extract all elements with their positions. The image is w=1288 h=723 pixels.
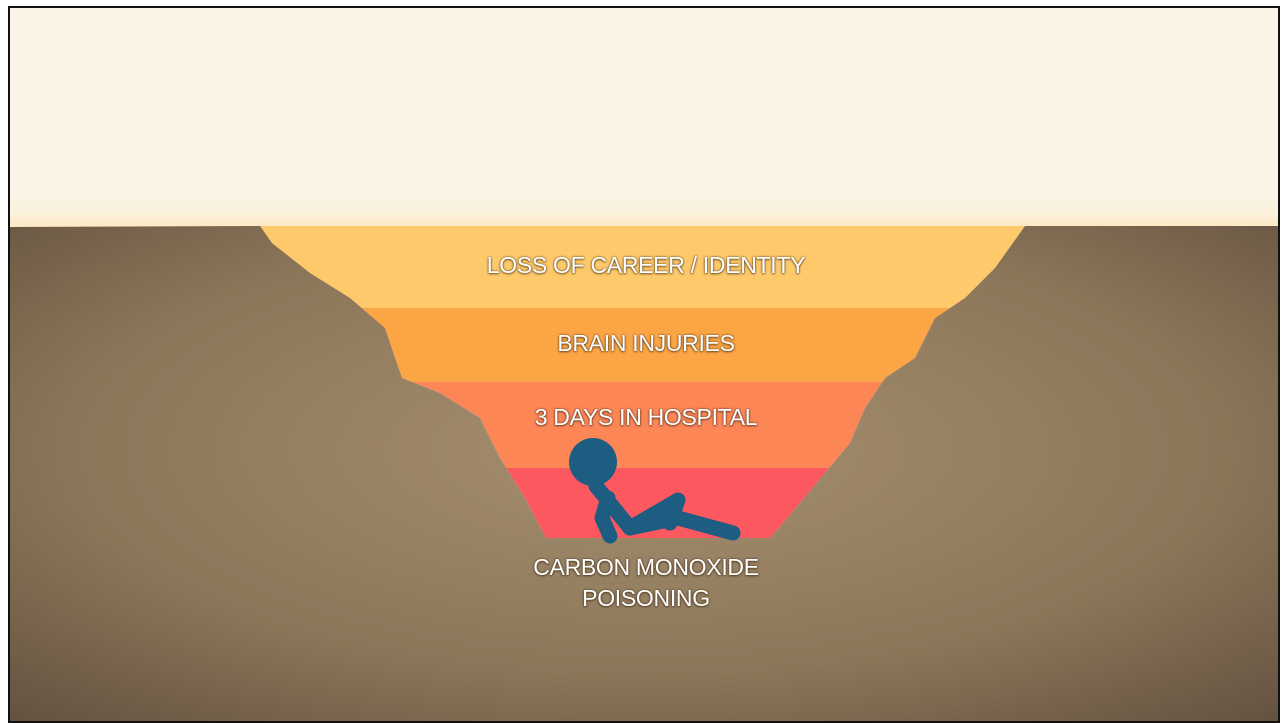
figure-head [569,438,617,486]
bottom-label-line1: CARBON MONOXIDE [10,552,1280,583]
figure-arm [602,498,610,536]
layer-label-career: LOSS OF CAREER / IDENTITY [10,250,1280,281]
pit-scene [10,8,1280,723]
layer-label-brain: BRAIN INJURIES [10,328,1280,359]
bottom-label-line2: POISONING [10,583,1280,614]
bottom-label: CARBON MONOXIDE POISONING [10,552,1280,614]
layer-label-hospital: 3 DAYS IN HOSPITAL [10,402,1280,433]
slide: LOSS OF CAREER / IDENTITY BRAIN INJURIES… [8,6,1280,723]
